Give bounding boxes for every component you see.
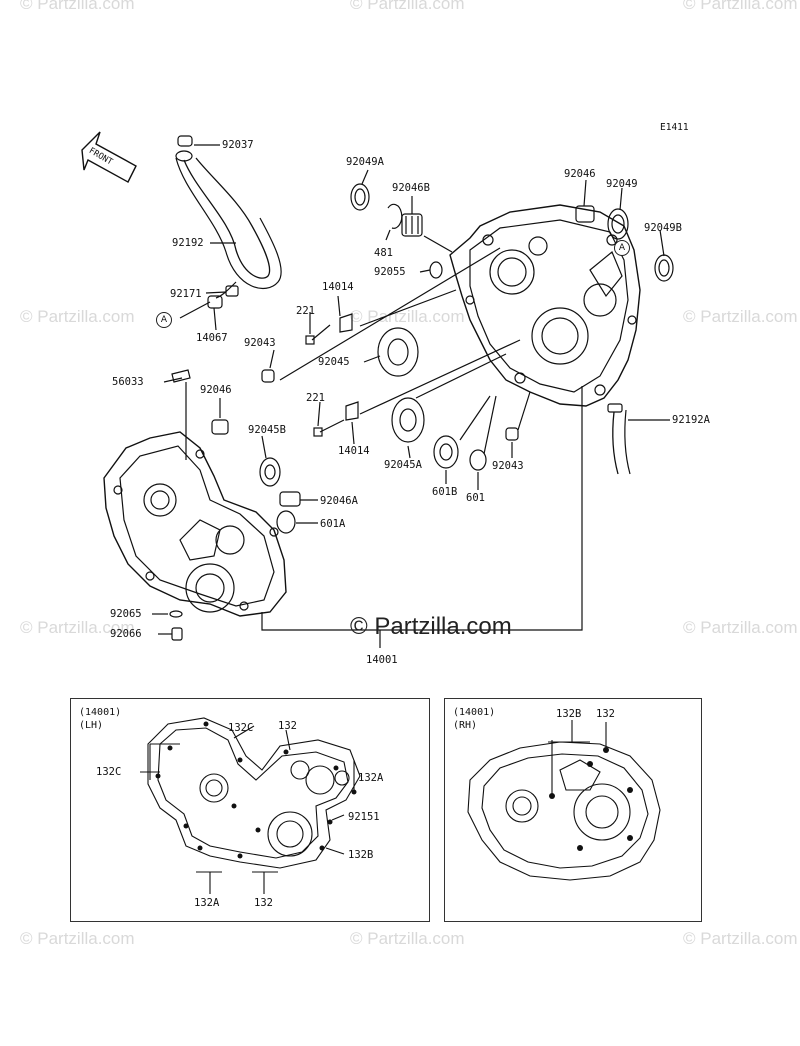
watermark: © Partzilla.com: [683, 0, 798, 13]
watermark-main: © Partzilla.com: [350, 613, 512, 640]
part-label-92046[interactable]: 92046: [564, 168, 596, 180]
lh-label-132[interactable]: 132: [278, 720, 297, 732]
lh-box-header: (14001): [79, 707, 122, 718]
rh-crankcase: [449, 204, 641, 407]
part-label-92043[interactable]: 92043: [244, 337, 276, 349]
watermark: © Partzilla.com: [20, 307, 135, 326]
lh-label-132A[interactable]: 132A: [194, 897, 220, 909]
breather-hose: [175, 135, 282, 299]
part-label-92049A[interactable]: 92049A: [346, 156, 384, 168]
part-label-92045B[interactable]: 92045B: [248, 424, 286, 436]
lh-detail-box: (14001) (LH): [70, 698, 430, 922]
part-label-56033[interactable]: 56033: [112, 376, 144, 388]
bearing-92045: [377, 327, 419, 377]
part-label-92037[interactable]: 92037: [222, 139, 254, 151]
watermark: © Partzilla.com: [350, 0, 465, 13]
lh-label-132[interactable]: 132: [254, 897, 273, 909]
bearing-601B: [433, 435, 459, 469]
rh-detail-box: (14001) (RH): [444, 698, 702, 922]
washer-92065: [169, 610, 183, 618]
rh-label-132B[interactable]: 132B: [556, 708, 582, 720]
part-label-14014[interactable]: 14014: [338, 445, 370, 457]
ref-marker-a-icon: A: [156, 312, 172, 328]
bearing-92045A: [391, 397, 425, 443]
watermark: © Partzilla.com: [683, 929, 798, 948]
hose-92192A: [607, 403, 631, 475]
part-label-92055[interactable]: 92055: [374, 266, 406, 278]
ref-marker-a-icon: A: [614, 240, 630, 256]
lh-label-132B[interactable]: 132B: [348, 849, 374, 861]
watermark: © Partzilla.com: [20, 0, 135, 13]
watermark: © Partzilla.com: [20, 929, 135, 948]
oil-seal-92049: [607, 208, 629, 240]
watermark: © Partzilla.com: [683, 307, 798, 326]
part-label-481[interactable]: 481: [374, 247, 393, 259]
part-label-92045[interactable]: 92045: [318, 356, 350, 368]
diagram-code: E1411: [660, 122, 689, 133]
part-label-14014[interactable]: 14014: [322, 281, 354, 293]
oil-seal-92049A: [350, 183, 370, 211]
lh-label-132C[interactable]: 132C: [228, 722, 254, 734]
circlip-481: [387, 203, 403, 229]
watermark: © Partzilla.com: [20, 618, 135, 637]
part-label-92046[interactable]: 92046: [200, 384, 232, 396]
part-label-601B[interactable]: 601B: [432, 486, 458, 498]
part-label-14067[interactable]: 14067: [196, 332, 228, 344]
part-label-92045A[interactable]: 92045A: [384, 459, 422, 471]
part-label-92192[interactable]: 92192: [172, 237, 204, 249]
lh-box-subheader: (LH): [79, 720, 104, 731]
bearing-601: [469, 449, 487, 471]
lh-label-132A[interactable]: 132A: [358, 772, 384, 784]
part-label-92046B[interactable]: 92046B: [392, 182, 430, 194]
bearing-92046-r: [575, 205, 595, 223]
lh-label-132C[interactable]: 132C: [96, 766, 122, 778]
dowel-92043-b: [505, 427, 519, 441]
front-arrow-icon: [81, 131, 137, 183]
part-label-14001[interactable]: 14001: [366, 654, 398, 666]
watermark: © Partzilla.com: [683, 618, 798, 637]
watermark: © Partzilla.com: [350, 929, 465, 948]
part-label-92049B[interactable]: 92049B: [644, 222, 682, 234]
part-label-221[interactable]: 221: [296, 305, 315, 317]
lh-crankcase: [103, 431, 287, 617]
part-label-601A[interactable]: 601A: [320, 518, 346, 530]
part-label-92046A[interactable]: 92046A: [320, 495, 358, 507]
rh-label-132[interactable]: 132: [596, 708, 615, 720]
bearing-92046-l: [211, 419, 229, 435]
part-label-92066[interactable]: 92066: [110, 628, 142, 640]
bolt-221-b: [313, 419, 345, 437]
part-label-221[interactable]: 221: [306, 392, 325, 404]
plate-14014-a: [339, 313, 353, 333]
rh-box-subheader: (RH): [453, 720, 478, 731]
part-label-601[interactable]: 601: [466, 492, 485, 504]
part-label-92171[interactable]: 92171: [170, 288, 202, 300]
part-label-92043[interactable]: 92043: [492, 460, 524, 472]
part-label-92065[interactable]: 92065: [110, 608, 142, 620]
part-label-92192A[interactable]: 92192A: [672, 414, 710, 426]
bolt-221-a: [305, 324, 331, 345]
dowel-92043-a: [261, 369, 275, 383]
bearing-92045B: [259, 457, 281, 487]
rh-box-header: (14001): [453, 707, 496, 718]
lh-label-92151[interactable]: 92151: [348, 811, 380, 823]
plate-14014-b: [345, 401, 359, 421]
part-label-92049[interactable]: 92049: [606, 178, 638, 190]
needle-bearing-92046A: [279, 491, 301, 507]
bearing-601A: [276, 510, 296, 534]
